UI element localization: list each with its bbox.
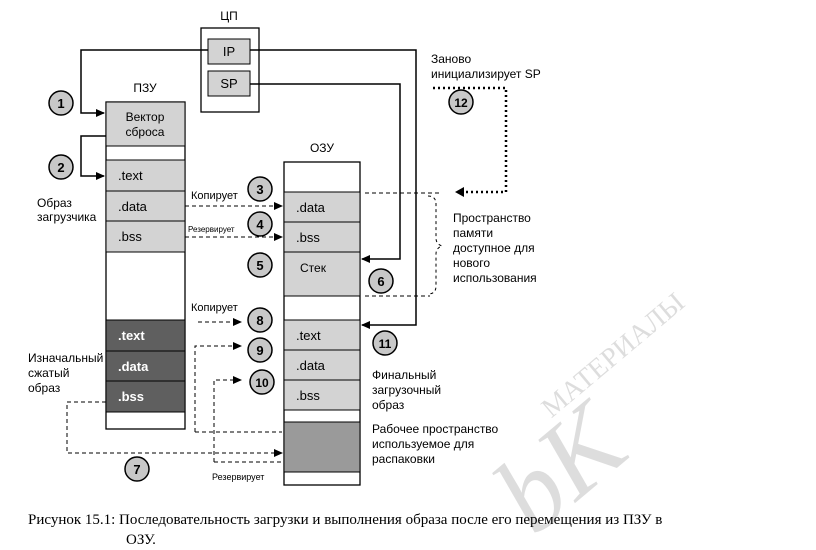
step-1-number: 1 <box>57 96 64 111</box>
rom-text-label: .text <box>118 168 143 183</box>
ip-label: IP <box>223 44 235 59</box>
rom-title: ПЗУ <box>133 81 157 95</box>
copies-label-2: Копирует <box>191 302 238 314</box>
compressed-image-line3: образ <box>28 381 61 395</box>
reinit-sp-line2: инициализирует SP <box>431 67 541 81</box>
rom-data-label: .data <box>118 199 148 214</box>
rom-compressed-data <box>105 350 186 382</box>
ram-stack-label: Стек <box>300 261 327 275</box>
rom-compressed-bss <box>105 380 186 413</box>
free-space-brace <box>427 195 444 295</box>
step-1: 1 <box>48 90 74 116</box>
step-8-number: 8 <box>256 313 263 328</box>
arrow-reset-to-text <box>80 135 106 180</box>
final-image-line1: Финальный <box>372 368 436 382</box>
loader-image-line2: загрузчика <box>37 210 97 224</box>
arrow-9 <box>194 342 242 432</box>
ram-title: ОЗУ <box>310 141 334 155</box>
reset-vector-line1: Вектор <box>126 110 165 124</box>
arrow-10 <box>213 376 242 462</box>
svg-text:МАТЕРИАЛЫ: МАТЕРИАЛЫ <box>536 287 691 424</box>
step-4: 4 <box>247 211 273 237</box>
ram-bss <box>283 221 361 253</box>
step-12-number: 12 <box>454 96 468 110</box>
free-space-line5: использования <box>453 271 537 285</box>
step-5: 5 <box>247 252 273 278</box>
free-space-line3: доступное для <box>453 241 535 255</box>
sp-label: SP <box>220 76 237 91</box>
step-10: 10 <box>249 369 275 395</box>
step-9: 9 <box>247 337 273 363</box>
ram-bss-label: .bss <box>296 230 320 245</box>
figure-caption: Рисунок 15.1: Последовательность загрузк… <box>28 510 808 550</box>
arrow-reinit-sp <box>433 86 508 194</box>
reserves-label-2: Резервирует <box>212 472 264 482</box>
work-space-line2: используемое для <box>372 437 474 451</box>
reinit-sp-line1: Заново <box>431 52 471 66</box>
step-9-number: 9 <box>256 343 263 358</box>
rom-bss-label: .bss <box>118 229 142 244</box>
ram-final-text-label: .text <box>296 328 321 343</box>
rom-compressed-bss-label: .bss <box>118 389 144 404</box>
cpu-title: ЦП <box>220 9 238 23</box>
caption-line1: Рисунок 15.1: Последовательность загрузк… <box>28 512 663 528</box>
step-6: 6 <box>368 268 394 294</box>
step-11-number: 11 <box>379 337 392 351</box>
ram-final-bss <box>283 379 361 411</box>
step-5-number: 5 <box>256 258 263 273</box>
step-8: 8 <box>247 307 273 333</box>
arrow-ip-to-final-text <box>250 49 417 329</box>
watermark-logo: bK МАТЕРИАЛЫ <box>471 287 691 548</box>
sp-register <box>207 70 251 97</box>
compressed-image-line2: сжатый <box>28 366 69 380</box>
step-7-number: 7 <box>133 462 140 477</box>
arrow-ip-to-reset <box>80 49 208 117</box>
rom-compressed-text-label: .text <box>118 328 145 343</box>
step-6-number: 6 <box>377 274 384 289</box>
copies-label-1: Копирует <box>191 190 238 202</box>
arrow-sp-to-stack <box>250 83 401 263</box>
step-11: 11 <box>372 330 398 356</box>
work-space-line3: распаковки <box>372 452 435 466</box>
step-3-number: 3 <box>256 182 263 197</box>
reserves-label-1: Резервирует <box>188 225 235 234</box>
reinit-arrow-head <box>455 187 464 197</box>
final-image-line3: образ <box>372 398 405 412</box>
ram-stack <box>283 251 361 297</box>
arrow-decompress <box>66 401 283 457</box>
ram-final-bss-label: .bss <box>296 388 320 403</box>
ram-work-space <box>283 421 361 473</box>
step-2: 2 <box>48 154 74 180</box>
ram-final-text <box>283 319 361 351</box>
free-space-line1: Пространство <box>453 211 531 225</box>
work-space-line1: Рабочее пространство <box>372 422 499 436</box>
reset-vector-line2: сброса <box>126 125 165 139</box>
compressed-image-line1: Изначальный <box>28 351 103 365</box>
ram-data-label: .data <box>296 200 326 215</box>
caption-line2: ОЗУ. <box>126 532 156 548</box>
step-2-number: 2 <box>57 160 64 175</box>
step-12: 12 <box>448 89 474 115</box>
loader-image-line1: Образ <box>37 196 72 210</box>
rom-compressed-data-label: .data <box>118 359 149 374</box>
step-3: 3 <box>247 176 273 202</box>
ram-final-data-label: .data <box>296 358 326 373</box>
final-image-line2: загрузочный <box>372 383 441 397</box>
rom-reset-vector <box>105 101 186 147</box>
step-7: 7 <box>124 456 150 482</box>
ram-final-data <box>283 349 361 381</box>
rom-compressed-text <box>105 319 186 352</box>
free-space-line4: нового <box>453 256 490 270</box>
free-space-line2: памяти <box>453 226 493 240</box>
ip-register <box>207 38 251 65</box>
ram-data <box>283 191 361 223</box>
step-10-number: 10 <box>255 376 269 390</box>
step-4-number: 4 <box>256 217 264 232</box>
